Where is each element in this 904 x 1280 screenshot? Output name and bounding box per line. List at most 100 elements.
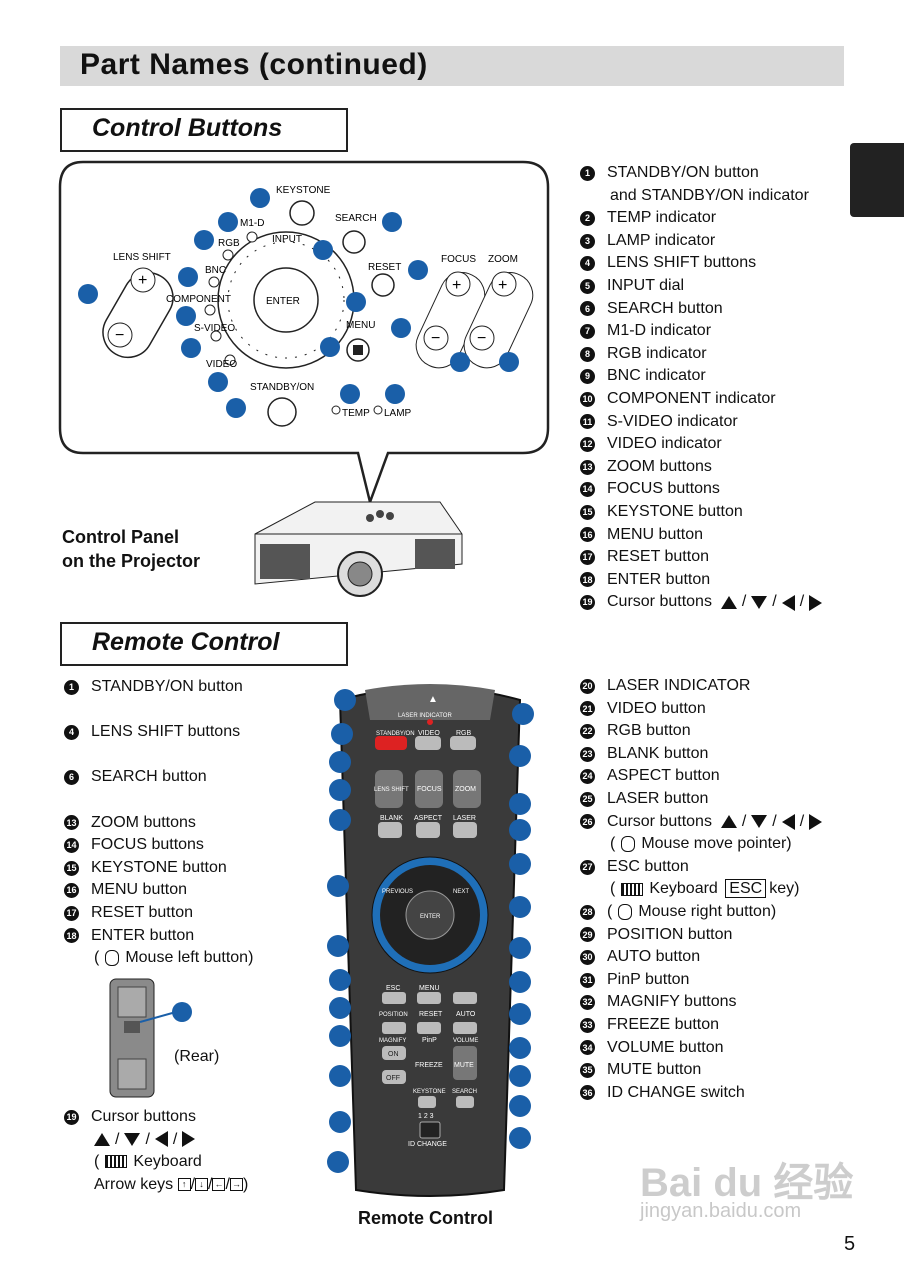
keyboard-icon: [621, 882, 644, 896]
svg-text:−: −: [477, 330, 486, 347]
svg-text:−: −: [431, 330, 440, 347]
panel-label-input: INPUT: [272, 234, 302, 245]
right-arrow-icon: [182, 1131, 196, 1148]
arrow-key-right-icon: →: [229, 1178, 243, 1192]
panel-label-m1d: M1-D: [240, 218, 264, 229]
section-heading-text: Remote Control: [92, 628, 280, 656]
control-panel-caption: Control Panel on the Projector: [62, 525, 200, 573]
list-item-continuation: and STANDBY/ON indicator: [610, 186, 809, 204]
remote-label-mute: MUTE: [454, 1062, 474, 1069]
remote-label-zoom: ZOOM: [455, 786, 476, 793]
right-arrow-icon: [809, 813, 823, 830]
side-tab-marker: [850, 143, 904, 217]
panel-label-video: VIDEO: [206, 359, 237, 370]
svg-text:+: +: [498, 277, 507, 294]
page-title-bar: Part Names (continued): [60, 46, 844, 86]
control-panel-caption-line2: on the Projector: [62, 551, 201, 571]
panel-label-rgb: RGB: [218, 238, 240, 249]
remote-label-focus: FOCUS: [417, 786, 442, 793]
up-arrow-icon: [720, 596, 737, 610]
left-arrow-icon: [154, 1131, 168, 1148]
panel-label-component: COMPONENT: [166, 294, 231, 305]
remote-caption: Remote Control: [358, 1208, 493, 1228]
left-arrow-icon: [781, 813, 795, 830]
remote-label-search: SEARCH: [452, 1089, 477, 1095]
up-arrow-icon: [720, 815, 737, 829]
down-arrow-icon: [751, 596, 768, 610]
panel-label-temp: TEMP: [342, 408, 370, 419]
remote-label-reset: RESET: [419, 1011, 443, 1018]
panel-label-s-video: S-VIDEO: [194, 323, 235, 334]
section-heading-text: Control Buttons: [92, 114, 283, 142]
remote-label-next: NEXT: [453, 889, 469, 895]
watermark-logo: Bai du 经验: [640, 1161, 854, 1205]
callout-18-rear: [140, 1002, 192, 1023]
remote-label-video: VIDEO: [418, 730, 440, 737]
panel-label-reset: RESET: [368, 262, 401, 273]
control-panel-caption-line1: Control Panel: [62, 527, 180, 547]
rear-label: (Rear): [174, 1048, 220, 1065]
right-arrow-icon: [809, 594, 823, 611]
section-heading-remote-control: Remote Control: [60, 622, 348, 666]
panel-label-keystone: KEYSTONE: [276, 185, 331, 196]
panel-label-standby-on: STANDBY/ON: [250, 382, 314, 393]
remote-label-esc: ESC: [386, 985, 400, 992]
svg-text:+: +: [452, 277, 461, 294]
remote-label-rgb: RGB: [456, 730, 472, 737]
panel-label-zoom: ZOOM: [488, 254, 518, 265]
remote-label-blank: BLANK: [380, 815, 403, 822]
down-arrow-icon: [751, 815, 768, 829]
remote-label-off: OFF: [386, 1075, 400, 1082]
remote-label-position: POSITION: [379, 1012, 408, 1018]
keyboard-icon: [105, 1155, 128, 1169]
left-arrow-icon: [781, 594, 795, 611]
remote-label-previous: PREVIOUS: [382, 889, 413, 895]
remote-control-illustration: ▲ LASER INDICATOR STANDBY/ON VIDEO RGB L…: [338, 684, 522, 1197]
panel-label-focus: FOCUS: [441, 254, 476, 265]
remote-label-id-change: ID CHANGE: [408, 1141, 447, 1148]
projector-illustration: [254, 501, 463, 597]
panel-label-enter: ENTER: [266, 296, 300, 307]
remote-label-laser: LASER: [453, 815, 476, 822]
svg-text:−: −: [115, 327, 124, 344]
list-item-continuation: ///: [64, 1129, 248, 1152]
arrow-key-up-icon: ↑: [177, 1178, 191, 1192]
list-item-continuation: (Mouse move pointer): [610, 835, 792, 853]
remote-label-menu: MENU: [419, 985, 440, 992]
list-item: 28(Mouse right button): [580, 901, 822, 924]
panel-label-lens-shift: LENS SHIFT: [113, 252, 171, 263]
section-heading-control-buttons: Control Buttons: [60, 108, 348, 152]
panel-label-search: SEARCH: [335, 213, 377, 224]
